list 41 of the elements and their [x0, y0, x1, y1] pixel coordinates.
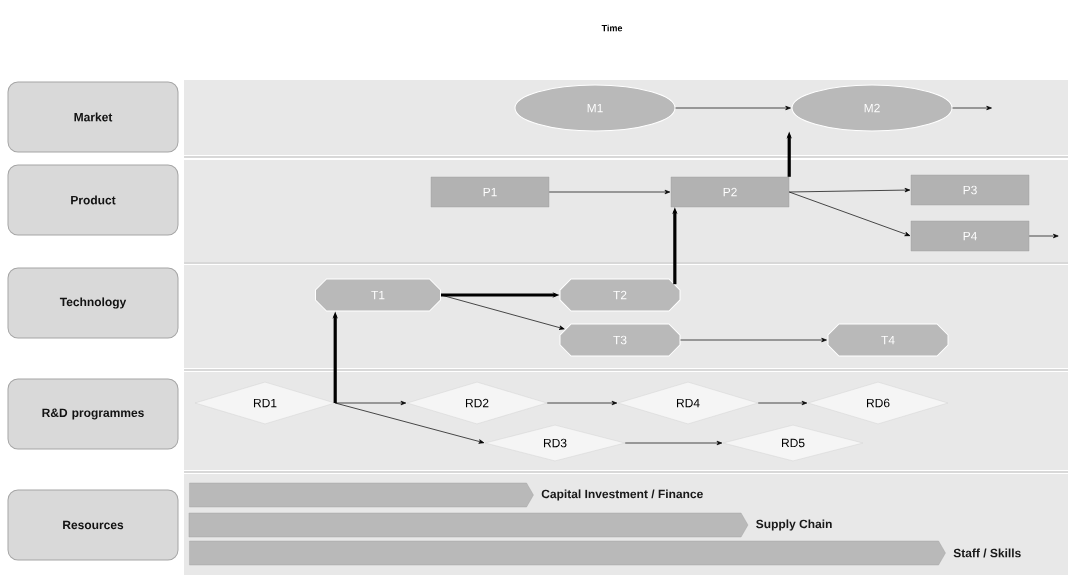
arrow [624, 440, 723, 446]
arrow [788, 187, 911, 193]
row-header-box: Product [7, 164, 179, 236]
arrow [548, 189, 671, 195]
row-header-box: Market [7, 81, 179, 153]
hexagon-node: T4 [827, 323, 949, 357]
diamond-node: RD3 [484, 424, 626, 462]
bar-label: Supply Chain [756, 519, 832, 531]
arrow [680, 337, 827, 343]
row-header-box: Resources [7, 489, 179, 561]
hexagon-node: T3 [559, 323, 681, 357]
diamond-node: RD6 [807, 381, 949, 425]
process-box: P4 [910, 220, 1030, 252]
ellipse-node: M1 [514, 84, 676, 132]
arrow [952, 105, 992, 111]
ellipse-node: M2 [791, 84, 953, 132]
resource-bar [189, 482, 534, 508]
process-box: P1 [430, 176, 550, 208]
arrow [334, 400, 407, 406]
process-box: P3 [910, 174, 1030, 206]
arrow [788, 191, 911, 237]
diamond-node: RD5 [722, 424, 864, 462]
diamond-node: RD4 [617, 381, 759, 425]
arrow [757, 400, 808, 406]
resource-bar [189, 540, 946, 566]
axis-title: Time [601, 24, 623, 32]
resource-bar [188, 512, 749, 538]
diamond-node: RD2 [406, 381, 548, 425]
row-header-box: R&D programmes [7, 378, 179, 450]
bar-label: Staff / Skills [953, 548, 1021, 558]
process-box: P2 [670, 176, 790, 208]
arrow [334, 402, 485, 444]
bar-label: Capital Investment / Finance [541, 489, 703, 501]
hexagon-node: T1 [315, 278, 441, 312]
arrow [440, 294, 565, 330]
arrow [546, 400, 618, 406]
diamond-node: RD1 [194, 381, 336, 425]
arrow [1028, 233, 1059, 239]
row-header-box: Technology [7, 267, 179, 339]
hexagon-node: T2 [559, 278, 681, 312]
arrow [675, 105, 791, 111]
